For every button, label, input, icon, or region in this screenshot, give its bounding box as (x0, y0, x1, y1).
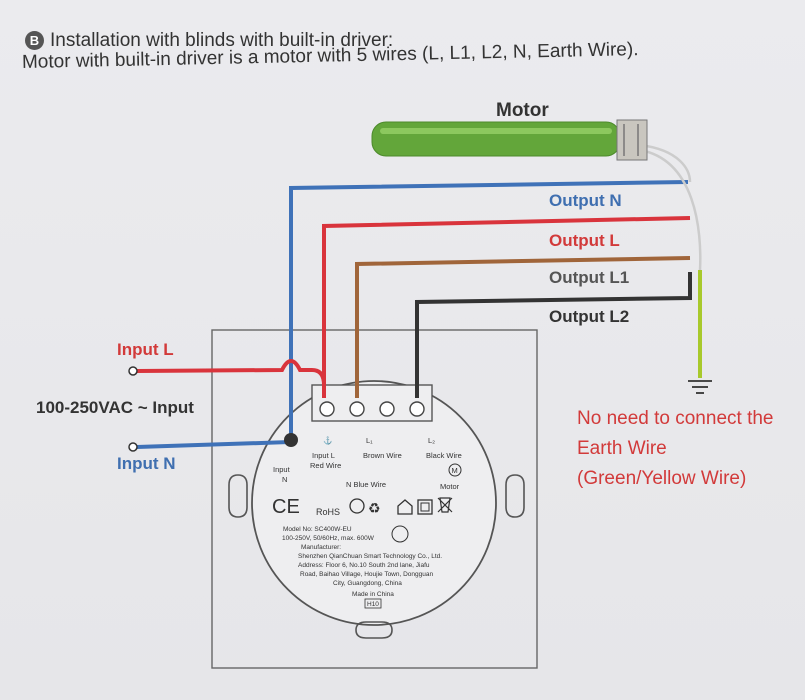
section-heading: B Installation with blinds with built-in … (25, 30, 393, 52)
device-black-wire: Black Wire (426, 451, 462, 460)
wire-output-l1 (355, 256, 691, 398)
motor-label: Motor (496, 100, 549, 121)
output-n-label: Output N (549, 191, 622, 210)
device-motor: Motor (440, 482, 460, 491)
input-l-terminal (128, 366, 138, 376)
device-h10: H10 (367, 601, 379, 608)
motor-symbol-icon (448, 463, 462, 477)
bottom-mounting-slot (355, 621, 393, 639)
device-red-wire: Red Wire (310, 461, 341, 470)
recycle-icon (349, 498, 365, 514)
terminal-l1 (349, 401, 365, 417)
output-l1-label: Output L1 (549, 268, 630, 287)
wire-output-l2 (415, 272, 692, 398)
right-mounting-slot (505, 474, 525, 518)
section-badge: B (25, 31, 44, 50)
motor-cable (639, 143, 692, 183)
device-company: Shenzhen QianChuan Smart Technology Co.,… (298, 553, 442, 560)
motor-tube (371, 119, 648, 161)
device-address-2: Road, Baihao Village, Houjie Town, Dongg… (300, 571, 433, 578)
device-address-1: Address: Floor 6, No.10 South 2nd lane, … (298, 562, 430, 569)
device-n-blue-wire: N Blue Wire (346, 480, 386, 489)
left-mounting-slot (228, 474, 239, 518)
switch-plate-outline (211, 329, 538, 669)
device-model: Model No: SC400W-EU (283, 526, 352, 533)
terminal-block (311, 384, 433, 422)
device-l2: L₂ (428, 436, 435, 445)
device-input: Input (273, 465, 291, 474)
terminal-input-l (319, 401, 335, 417)
double-insulation-inner (420, 502, 430, 512)
device-n-small: N (282, 475, 287, 484)
earth-symbol (688, 380, 712, 394)
earth-note-line-2: Earth Wire (577, 438, 667, 459)
device-input-l: Input L (312, 451, 335, 460)
left-mounting-slot-right (237, 474, 248, 518)
section-title: Installation with blinds with built-in d… (50, 30, 394, 51)
earth-note-line-3: (Green/Yellow Wire) (577, 468, 747, 489)
certification-icon (391, 525, 409, 543)
output-l-label: Output L (549, 231, 620, 250)
voltage-input-label: 100-250VAC ~ Input (36, 398, 194, 417)
recycle-arrows-icon: ♻ (368, 500, 381, 516)
earth-note-line-1: No need to connect the (577, 408, 774, 429)
weee-bin-icon (437, 497, 453, 513)
h10-box (364, 598, 382, 609)
device-address-3: City, Guangdong, China (333, 580, 402, 587)
terminal-l2 (409, 401, 425, 417)
double-insulation-icon (417, 499, 433, 515)
device-manufacturer-label: Manufacturer: (301, 544, 341, 551)
wire-output-l (322, 216, 691, 398)
input-l-label: Input L (117, 340, 174, 359)
device-m: M (452, 466, 458, 475)
device-print: ⚓ Input L Red Wire L₁ Brown Wire L₂ Blac… (272, 436, 462, 609)
wire-input-l (136, 359, 326, 398)
device-l1: L₁ (366, 436, 373, 445)
device-brown-wire: Brown Wire (363, 451, 402, 460)
motor-cable-earth (639, 148, 702, 271)
terminal-n (379, 401, 395, 417)
input-n-label: Input N (117, 454, 176, 473)
input-n-terminal (128, 442, 138, 452)
ce-mark: CE (272, 496, 300, 518)
wire-output-n (289, 180, 689, 436)
indoor-use-icon (397, 499, 413, 515)
output-l2-label: Output L2 (549, 307, 630, 326)
rohs-mark: RoHS (316, 507, 340, 517)
icon-small-terminal: ⚓ (323, 436, 332, 445)
neutral-junction-dot (284, 433, 298, 447)
device-rating: 100-250V, 50/60Hz, max. 600W (282, 535, 375, 542)
device-made-in: Made in China (352, 591, 394, 598)
switch-module (251, 380, 497, 626)
